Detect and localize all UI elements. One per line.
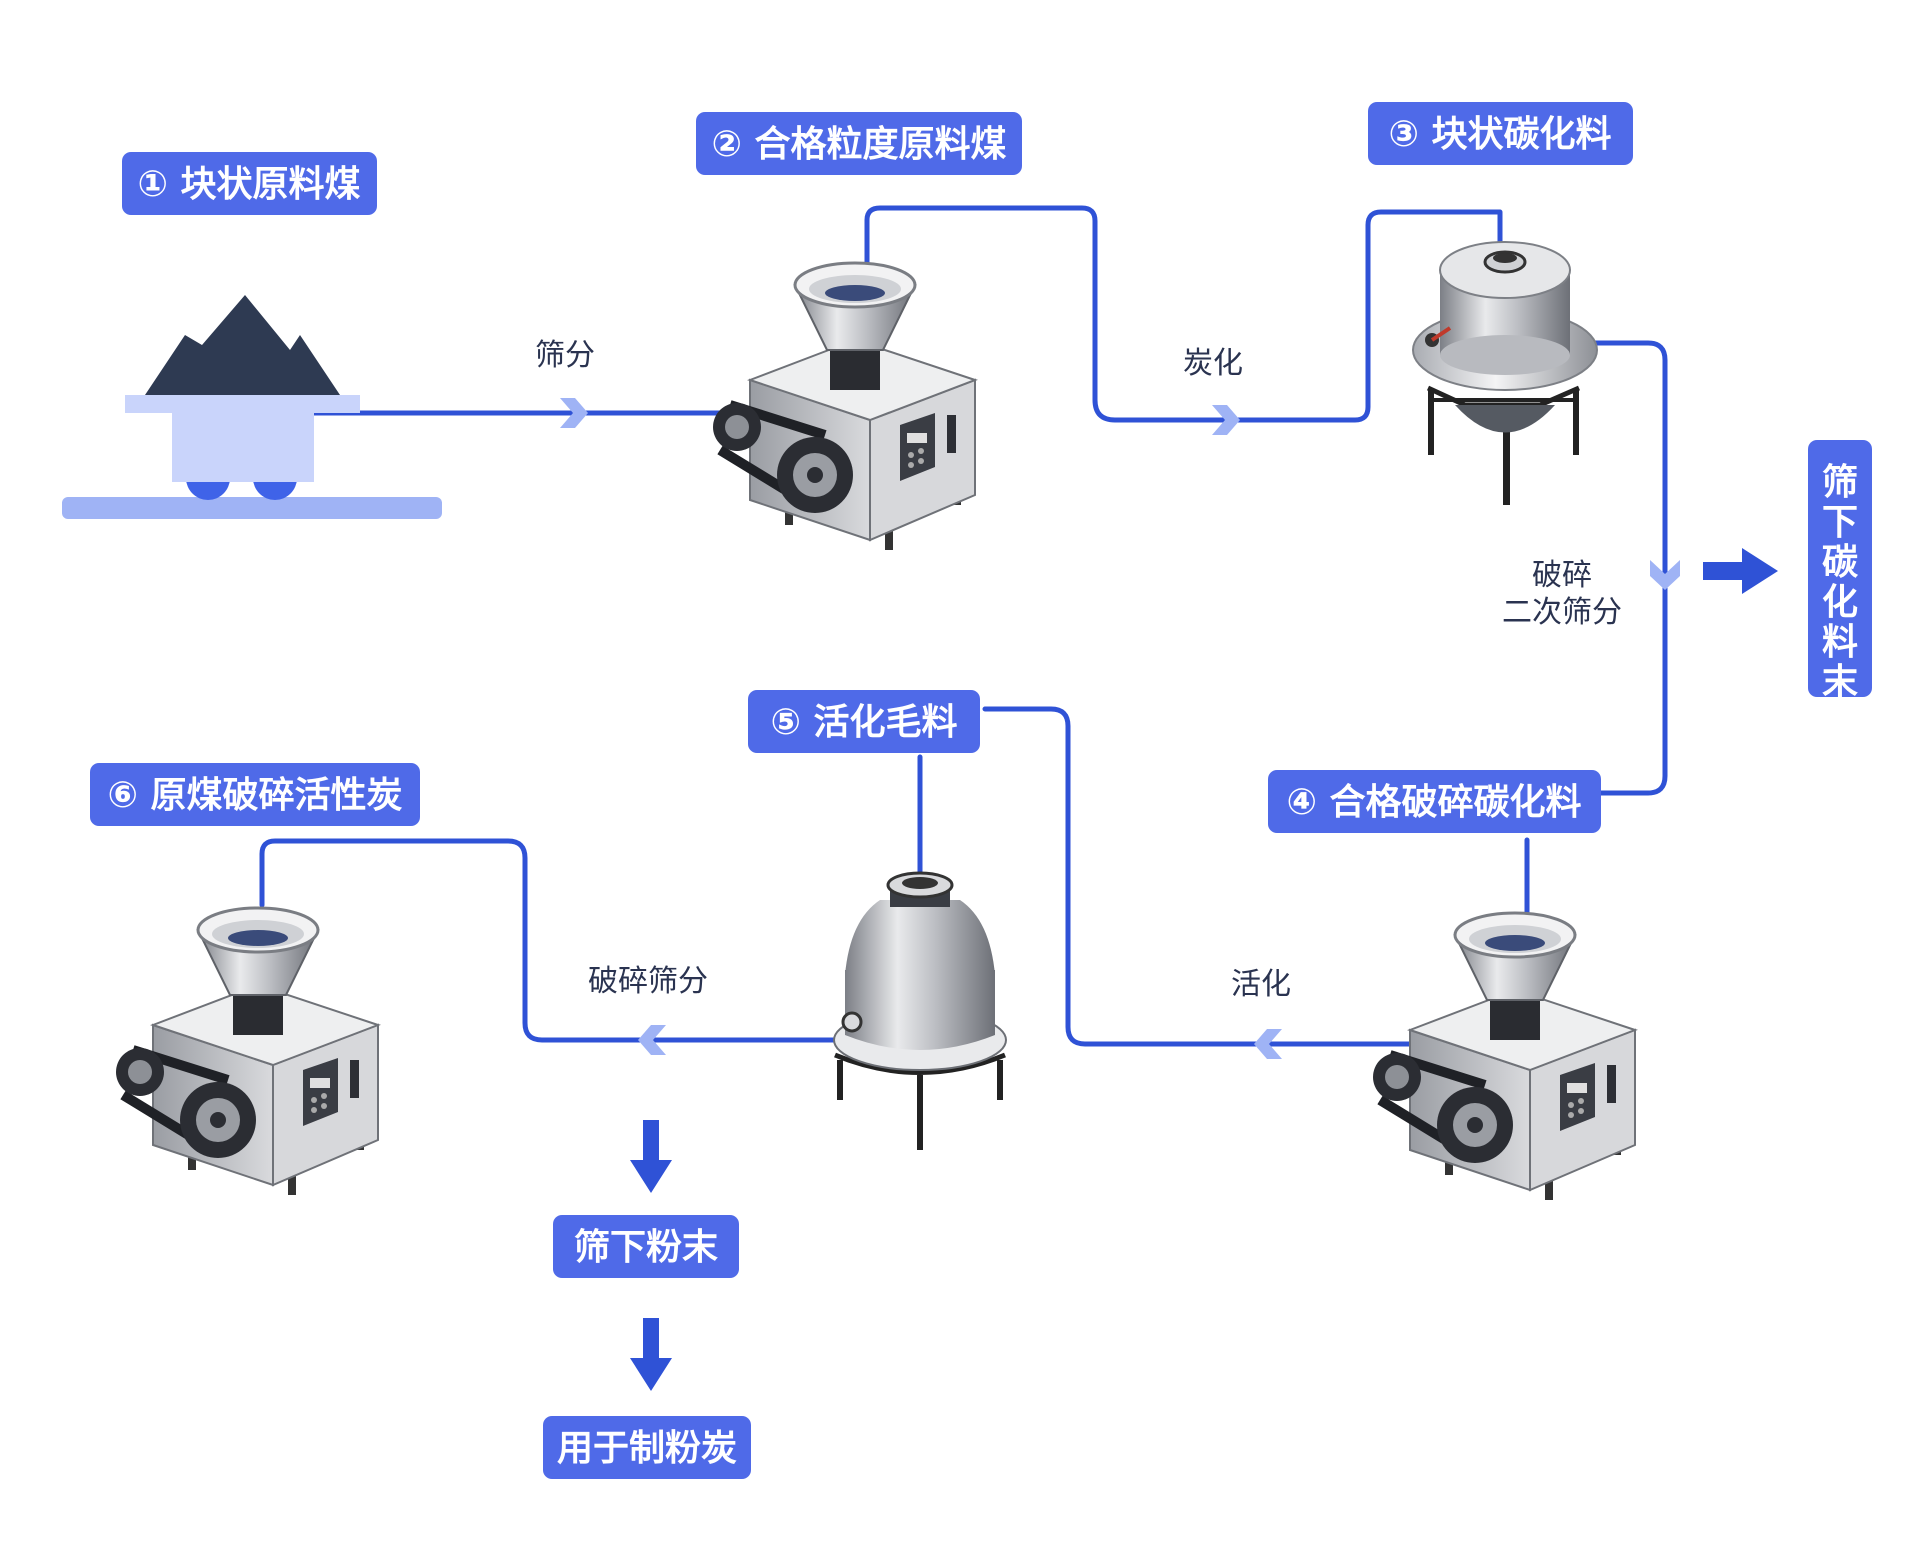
side-output-char: 下 bbox=[1822, 502, 1858, 543]
carbonization-furnace-icon bbox=[1412, 241, 1598, 505]
side-output-char: 末 bbox=[1822, 662, 1858, 703]
fines-output-tag: 筛下粉末 bbox=[553, 1215, 739, 1278]
node-label: ① 块状原料煤 bbox=[137, 164, 360, 205]
node-tag-2: ② 合格粒度原料煤 bbox=[696, 112, 1022, 175]
node-label: ② 合格粒度原料煤 bbox=[711, 124, 1006, 165]
side-output-char: 筛 bbox=[1822, 462, 1858, 503]
arrow-down-icon bbox=[630, 1120, 672, 1193]
side-output-char: 碳 bbox=[1822, 542, 1859, 583]
side-output-char: 化 bbox=[1822, 582, 1858, 623]
activation-furnace-icon bbox=[833, 871, 1007, 1150]
use-output-tag: 用于制粉炭 bbox=[543, 1416, 751, 1479]
chevron-down-icon bbox=[1650, 560, 1680, 590]
coal-cart-icon bbox=[62, 295, 442, 519]
crusher-machine-icon bbox=[1373, 913, 1635, 1200]
step-label-crushing: 破碎 bbox=[1532, 558, 1592, 593]
chevron-right-icon bbox=[1212, 405, 1240, 435]
arrow-right-icon bbox=[1703, 548, 1778, 594]
step-label-secondary-screening: 二次筛分 bbox=[1502, 595, 1622, 630]
flow-line-5 bbox=[982, 706, 1451, 1047]
flow-lines bbox=[259, 205, 1668, 1047]
side-output-char: 料 bbox=[1822, 622, 1858, 663]
chevron-left-icon bbox=[638, 1025, 666, 1055]
node-tag-5: ⑤ 活化毛料 bbox=[748, 690, 980, 753]
node-label: ③ 块状碳化料 bbox=[1388, 114, 1611, 155]
chevron-left-icon bbox=[1254, 1029, 1282, 1059]
node-label: 筛下粉末 bbox=[574, 1227, 718, 1268]
node-label: ④ 合格破碎碳化料 bbox=[1286, 782, 1581, 823]
node-tag-1: ① 块状原料煤 bbox=[122, 152, 377, 215]
arrow-down-icon bbox=[630, 1318, 672, 1391]
rail bbox=[62, 497, 442, 519]
step-label-crush-screening: 破碎筛分 bbox=[588, 964, 708, 999]
node-tag-3: ③ 块状碳化料 bbox=[1368, 102, 1633, 165]
node-label: 用于制粉炭 bbox=[557, 1428, 737, 1469]
flow-line-2 bbox=[864, 205, 1503, 423]
side-output-tag: 筛 下 碳 化 料 末 bbox=[1808, 440, 1872, 703]
crusher-machine-icon bbox=[713, 263, 975, 550]
flow-line-3 bbox=[1592, 340, 1668, 796]
node-tag-4: ④ 合格破碎碳化料 bbox=[1268, 770, 1601, 833]
node-label: ⑤ 活化毛料 bbox=[770, 702, 957, 743]
node-tag-6: ⑥ 原煤破碎活性炭 bbox=[90, 763, 420, 826]
step-label-carbonization: 炭化 bbox=[1183, 346, 1243, 381]
node-label: ⑥ 原煤破碎活性炭 bbox=[107, 775, 402, 816]
step-label-screening: 筛分 bbox=[535, 338, 595, 373]
crusher-machine-icon bbox=[116, 908, 378, 1195]
chevron-right-icon bbox=[560, 398, 588, 428]
flow-line-7 bbox=[259, 838, 836, 1043]
step-label-activation: 活化 bbox=[1231, 967, 1291, 1002]
